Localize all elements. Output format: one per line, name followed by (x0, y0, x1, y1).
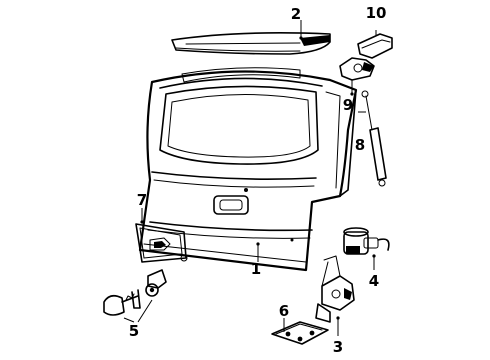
part-7-lamp-housing (135, 208, 188, 263)
callout-4: 4 (369, 272, 379, 290)
part-5-lock-cylinder (103, 269, 167, 323)
part-9-hinge (339, 57, 375, 94)
part-10-hinge-cover (357, 30, 393, 59)
callout-3: 3 (333, 338, 343, 356)
part-8-gas-strut (358, 90, 387, 187)
callout-1: 1 (251, 260, 261, 278)
part-4-actuator (343, 227, 390, 270)
part-1-liftgate (138, 67, 358, 272)
callout-9: 9 (343, 96, 353, 114)
callout-5: 5 (129, 322, 139, 340)
callout-10: 10 (366, 4, 387, 22)
leader-lines (256, 20, 376, 262)
part-3-latch (315, 255, 355, 336)
part-6-striker (271, 318, 329, 345)
callout-7: 7 (137, 191, 147, 209)
part-2-spoiler (171, 32, 331, 55)
callout-8: 8 (355, 136, 365, 154)
callout-6: 6 (279, 302, 289, 320)
callout-2: 2 (291, 5, 301, 23)
